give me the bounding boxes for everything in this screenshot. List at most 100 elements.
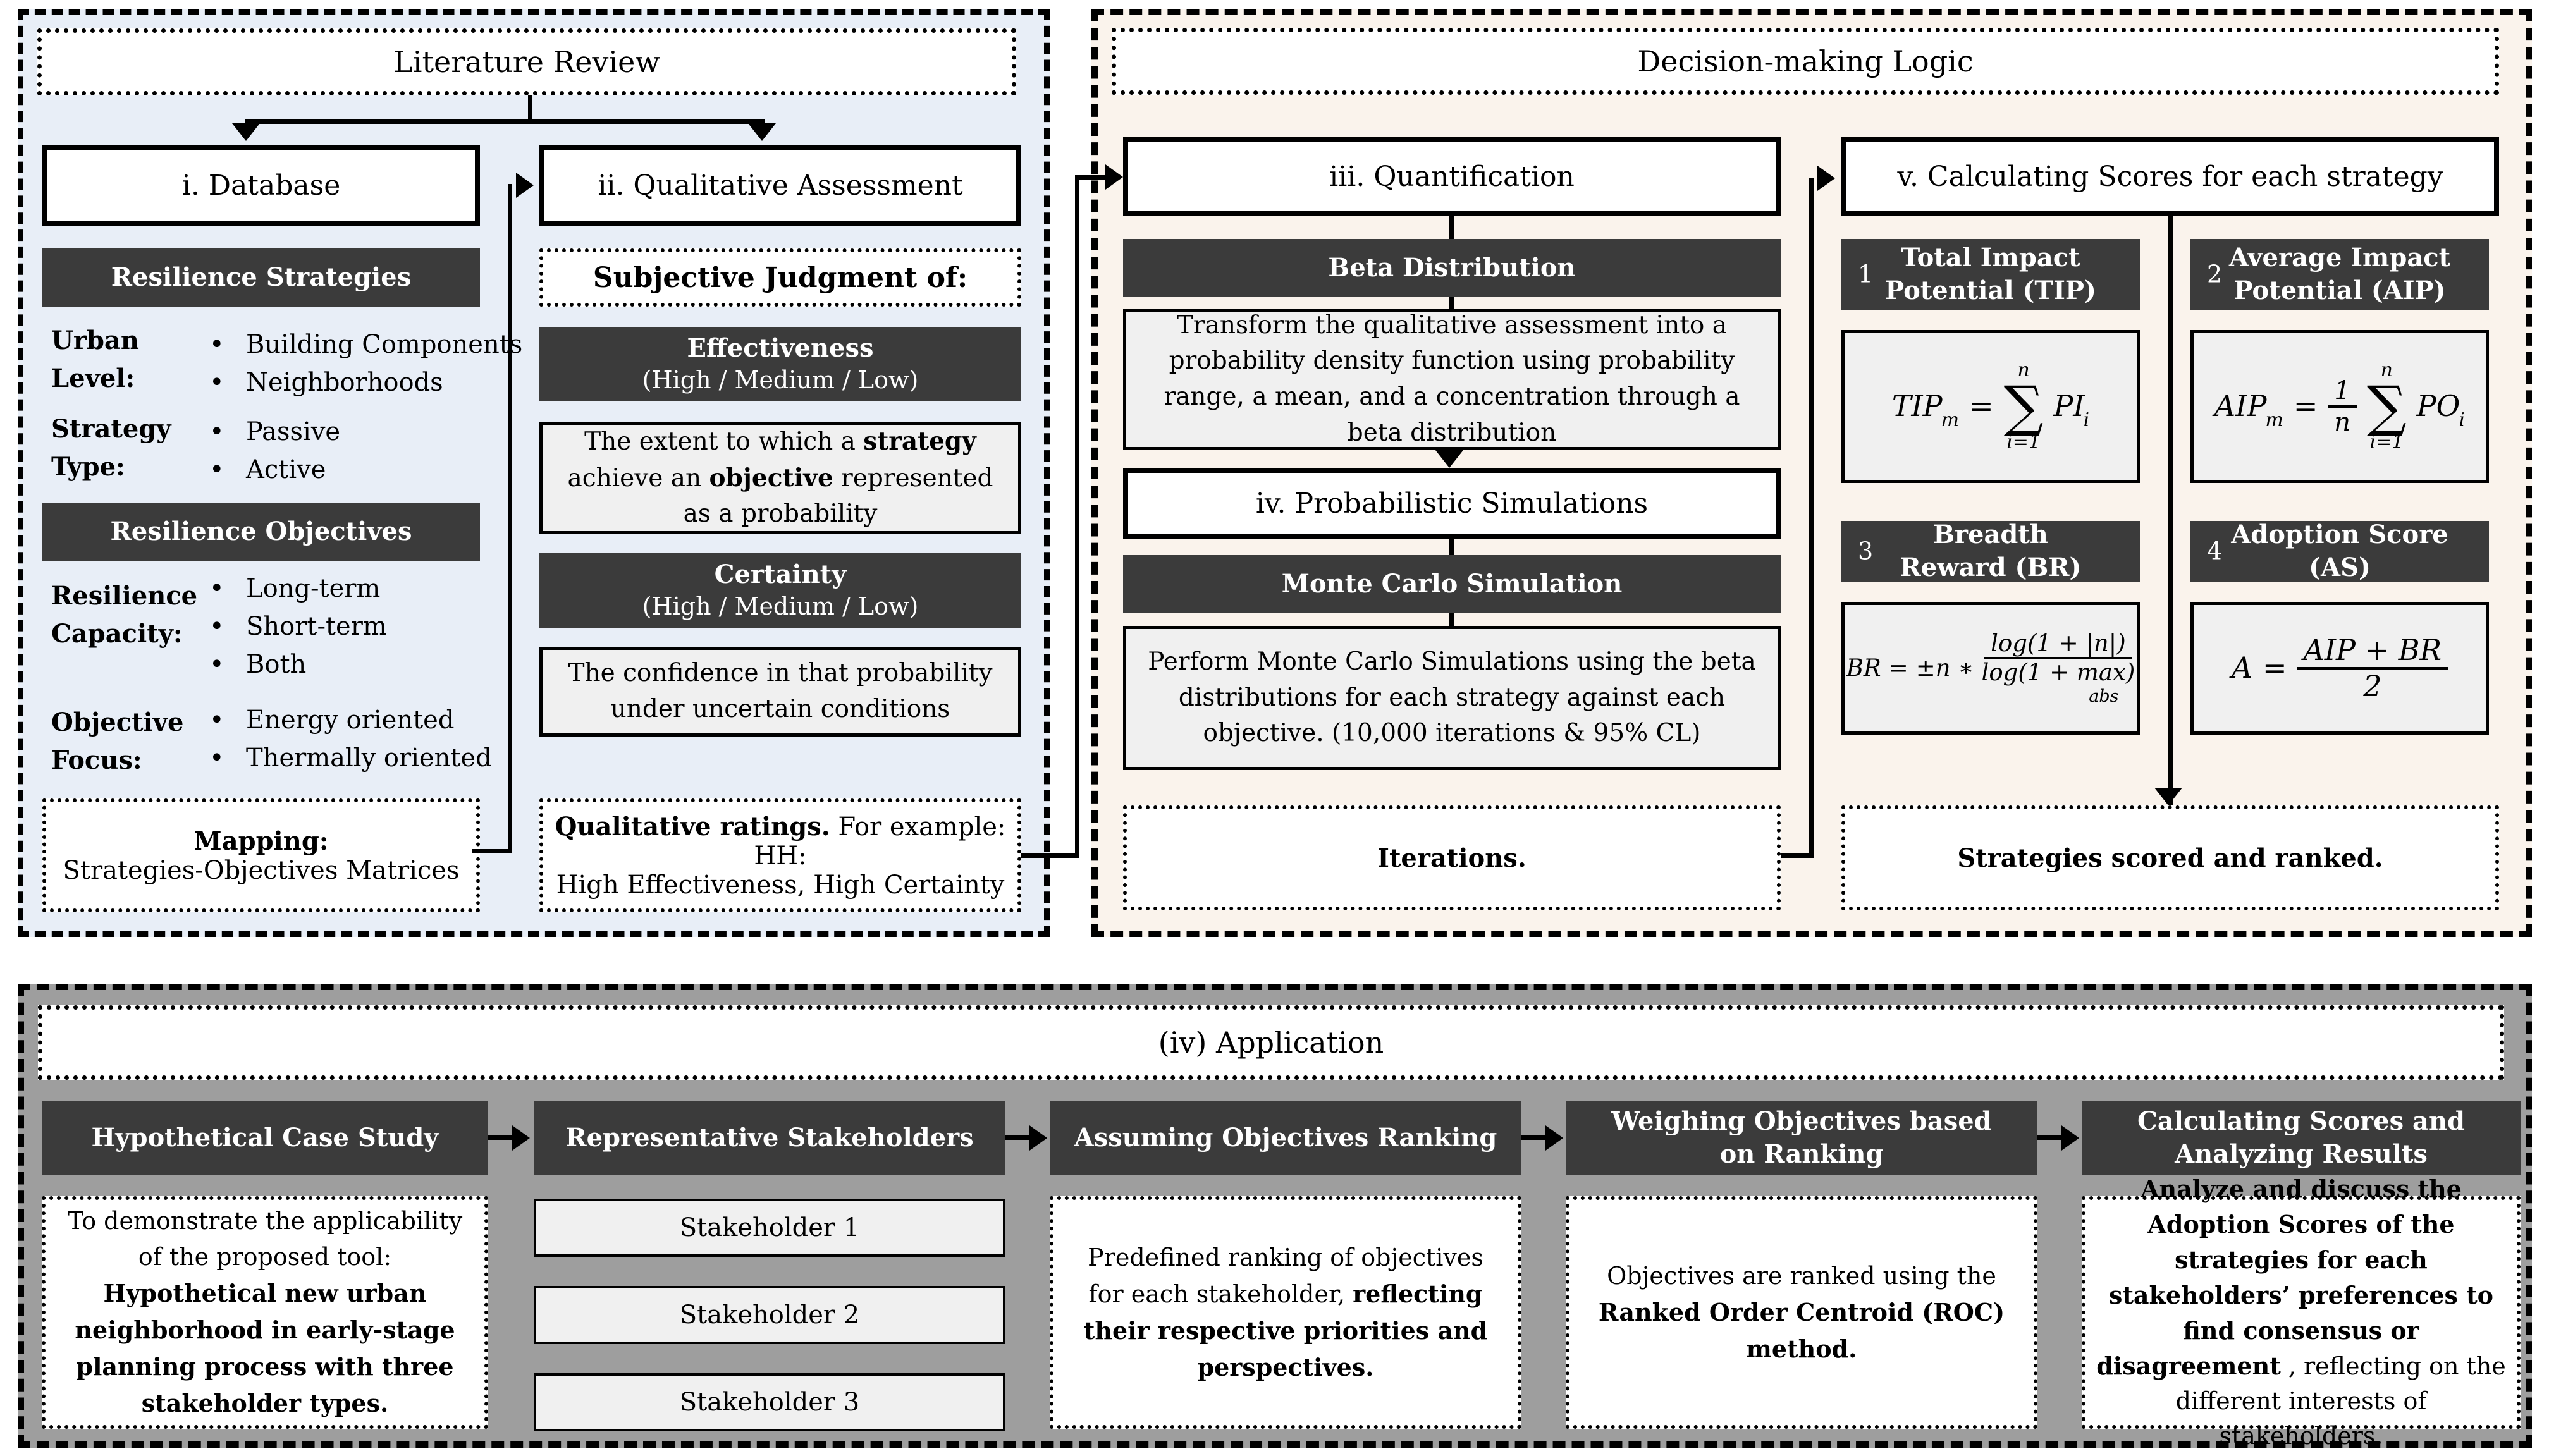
connector-line <box>2168 216 2173 807</box>
connector-line <box>1449 539 1454 555</box>
formula-token: TIPm <box>1892 386 1959 431</box>
objectives-ranking-content: Predefined ranking of objectives for eac… <box>1050 1196 1521 1429</box>
list-item: Active <box>207 451 326 489</box>
formula-token: ±n ∗ <box>1915 654 1974 682</box>
header-text: Monte Carlo Simulation <box>1281 569 1623 599</box>
header-text: Assuming Objectives Ranking <box>1074 1123 1497 1153</box>
arrow-right-icon <box>2061 1125 2079 1151</box>
connector-line <box>1809 178 1814 858</box>
qualitative-ratings-box: Qualitative ratings. For example: HH: Hi… <box>539 798 1021 912</box>
aip-formula-box: AIPm = 1 n n ∑ i=1 POi <box>2190 330 2489 483</box>
section-title-text: Decision-making Logic <box>1637 44 1974 78</box>
strategies-ranked-box: Strategies scored and ranked. <box>1841 805 2499 910</box>
effectiveness-header: Effectiveness (High / Medium / Low) <box>539 327 1021 401</box>
weighing-objectives-text: Objectives are ranked using the Ranked O… <box>1569 1258 2034 1367</box>
text-run: i <box>2083 409 2090 432</box>
database-title-text: i. Database <box>181 169 341 202</box>
connector-line <box>1781 853 1814 858</box>
stakeholders-header: Representative Stakeholders <box>534 1101 1005 1175</box>
stakeholder-box: Stakeholder 2 <box>534 1286 1005 1344</box>
aip-header: 2 Average Impact Potential (AIP) <box>2190 239 2489 310</box>
text-run: abs <box>2089 687 2119 707</box>
text-run: For example: <box>830 812 1006 841</box>
arrow-right-icon <box>512 1125 530 1151</box>
text-run: Objectives are ranked using the <box>1607 1261 1996 1290</box>
br-header: 3 Breadth Reward (BR) <box>1841 520 2140 582</box>
formula-token: BR <box>1846 654 1881 682</box>
br-formula-box: BR = ±n ∗ log(1 + |n|) log(1 + max) abs <box>1841 602 2140 735</box>
formula-token: PIi <box>2053 386 2089 431</box>
br-number: 3 <box>1858 537 1874 565</box>
text-run: m <box>2265 409 2283 432</box>
connector-line <box>488 1135 513 1140</box>
formula-token: POi <box>2417 386 2465 431</box>
fraction: 1 n <box>2328 376 2357 437</box>
subjective-judgment-box: Subjective Judgment of: <box>539 248 1021 307</box>
stakeholders-content: Stakeholder 1 Stakeholder 2 Stakeholder … <box>534 1196 1005 1431</box>
subjective-text: Subjective Judgment of: <box>593 261 968 294</box>
text-run: AIP <box>2214 389 2267 424</box>
formula-token: AIPm <box>2214 386 2283 431</box>
ratings-line2: HH: <box>754 841 807 871</box>
connector-line <box>1021 853 1079 858</box>
connector-line <box>1075 175 1107 180</box>
connector-line <box>1449 216 1454 239</box>
objectives-ranking-header: Assuming Objectives Ranking <box>1050 1101 1521 1175</box>
as-number: 4 <box>2207 537 2223 565</box>
header-text: Resilience Objectives <box>110 517 412 546</box>
aip-number: 2 <box>2207 260 2223 288</box>
ratings-line3: High Effectiveness, High Certainty <box>556 870 1005 900</box>
header-text: Effectiveness <box>687 333 874 364</box>
text-run-bold: strategy <box>863 427 976 456</box>
case-study-text: To demonstrate the applicability of the … <box>46 1203 484 1422</box>
header-text: Adoption Score (AS) <box>2231 520 2448 582</box>
resilience-strategies-header: Resilience Strategies <box>42 248 480 307</box>
list-item: Passive <box>207 413 340 451</box>
text-run: log(1 + max) <box>1981 659 2135 687</box>
iterations-box: Iterations. <box>1123 805 1781 910</box>
arrow-right-icon <box>1817 166 1835 191</box>
scores-title-text: v. Calculating Scores for each strategy <box>1897 160 2443 193</box>
tip-formula: TIPm = n ∑ i=1 PIi <box>1892 361 2089 452</box>
text-run: n <box>2017 359 2030 382</box>
header-scale-text: (High / Medium / Low) <box>642 592 919 621</box>
formula-token: = <box>2263 651 2287 685</box>
resilience-objectives-header: Resilience Objectives <box>42 503 480 561</box>
application-section: (iv) Application Hypothetical Case Study… <box>18 984 2532 1450</box>
connector-line <box>2037 1135 2063 1140</box>
header-text: Average Impact Potential (AIP) <box>2228 243 2451 305</box>
aip-formula: AIPm = 1 n n ∑ i=1 POi <box>2214 361 2465 452</box>
database-box: i. Database <box>42 145 480 226</box>
summation-symbol: n ∑ i=1 <box>2004 361 2044 452</box>
effectiveness-description: The extent to which a strategy achieve a… <box>539 422 1021 534</box>
quantification-box: iii. Quantification <box>1123 137 1781 216</box>
arrow-right-icon <box>516 173 534 198</box>
header-text: Representative Stakeholders <box>565 1123 974 1153</box>
connector-line <box>1075 175 1079 858</box>
arrow-down-icon <box>1435 450 1463 468</box>
section-title-text: Literature Review <box>393 45 660 79</box>
text-run: log(1 + |n|) <box>1984 630 2132 660</box>
text-run: n <box>2380 359 2393 382</box>
strategy-type-label: Strategy Type: <box>51 414 171 482</box>
connector-line <box>1449 613 1454 626</box>
objective-focus-label: Objective Focus: <box>51 707 184 775</box>
text-run: 1 <box>2328 376 2357 408</box>
text-run-bold: objective <box>709 463 833 492</box>
quantification-title-text: iii. Quantification <box>1329 160 1575 193</box>
literature-review-title: Literature Review <box>37 28 1016 95</box>
formula-token: = <box>1888 654 1908 682</box>
list-item: Building Components <box>207 326 522 364</box>
list-item: Long-term <box>207 570 380 608</box>
arrow-down-icon <box>2154 788 2182 805</box>
section-title-text: (iv) Application <box>1158 1025 1384 1060</box>
arrow-right-icon <box>1545 1125 1563 1151</box>
simulations-title-text: iv. Probabilistic Simulations <box>1255 487 1649 520</box>
header-scale-text: (High / Medium / Low) <box>642 366 919 395</box>
br-formula: BR = ±n ∗ log(1 + |n|) log(1 + max) abs <box>1846 630 2135 706</box>
header-text: Calculating Scores and Analyzing Results <box>2137 1106 2465 1169</box>
iterations-text: Iterations. <box>1377 843 1526 873</box>
stakeholder-text: Stakeholder 3 <box>679 1387 860 1417</box>
text-run: achieve an <box>567 463 709 492</box>
stakeholder-box: Stakeholder 1 <box>534 1199 1005 1257</box>
